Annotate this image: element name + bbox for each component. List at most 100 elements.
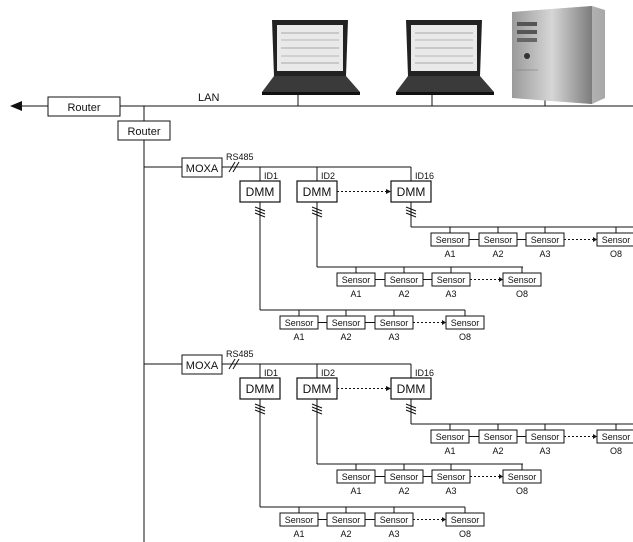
serial-link-marker	[254, 212, 266, 218]
sensor-box-label: Sensor	[342, 275, 371, 285]
sensor-id-label: A3	[539, 446, 550, 456]
serial-link-marker	[232, 358, 240, 370]
serial-link-marker	[311, 406, 323, 412]
rs485-label: RS485	[226, 152, 254, 162]
arrow-icon	[442, 320, 446, 325]
sensor-box-label: Sensor	[285, 515, 314, 525]
dmm-id-label: ID1	[264, 171, 278, 181]
sensor-box-label: Sensor	[437, 275, 466, 285]
sensor-box-label: Sensor	[451, 515, 480, 525]
sensor-id-label: A1	[293, 332, 304, 342]
sensor-id-label: A1	[350, 289, 361, 299]
uplink-arrow-icon	[10, 101, 22, 111]
sensor-id-label: O8	[516, 486, 528, 496]
router-left-label: Router	[67, 102, 100, 114]
arrow-icon	[386, 386, 391, 391]
sensor-box-label: Sensor	[531, 235, 560, 245]
moxa-label: MOXA	[186, 360, 219, 372]
serial-link-marker	[405, 212, 417, 218]
serial-link-marker	[254, 406, 266, 412]
dmm-label: DMM	[303, 185, 332, 199]
device-group-1: MOXARS485ID1DMMID2DMMID16DMMSensorA1Sens…	[144, 152, 633, 342]
arrow-icon	[593, 434, 597, 439]
sensor-box-label: Sensor	[508, 472, 537, 482]
dmm-id-label: ID1	[264, 368, 278, 378]
sensor-id-label: A1	[444, 249, 455, 259]
arrow-icon	[386, 189, 391, 194]
sensor-id-label: O8	[610, 446, 622, 456]
sensor-id-label: A2	[340, 332, 351, 342]
sensor-box-label: Sensor	[285, 318, 314, 328]
serial-link-marker	[311, 403, 323, 409]
arrow-icon	[499, 277, 503, 282]
serial-link-marker	[405, 206, 417, 212]
sensor-box-label: Sensor	[451, 318, 480, 328]
serial-link-marker	[228, 161, 236, 173]
dmm-id-label: ID16	[415, 171, 434, 181]
sensor-id-label: A2	[340, 529, 351, 539]
arrow-icon	[442, 517, 446, 522]
sensor-box-label: Sensor	[332, 515, 361, 525]
serial-link-marker	[405, 209, 417, 215]
sensor-id-label: A3	[388, 332, 399, 342]
sensor-box-label: Sensor	[531, 432, 560, 442]
laptop-1	[262, 20, 360, 106]
serial-link-marker	[254, 403, 266, 409]
sensor-box-label: Sensor	[342, 472, 371, 482]
dmm-label: DMM	[303, 382, 332, 396]
sensor-box-label: Sensor	[437, 472, 466, 482]
serial-link-marker	[311, 212, 323, 218]
sensor-box-label: Sensor	[436, 432, 465, 442]
dmm-label: DMM	[397, 185, 426, 199]
serial-link-marker	[405, 403, 417, 409]
sensor-box-label: Sensor	[508, 275, 537, 285]
serial-link-marker	[232, 161, 240, 173]
laptop-2	[396, 20, 494, 106]
serial-link-marker	[228, 358, 236, 370]
serial-link-marker	[405, 409, 417, 415]
sensor-id-label: A3	[539, 249, 550, 259]
dmm-id-label: ID2	[321, 368, 335, 378]
sensor-box-label: Sensor	[484, 235, 513, 245]
sensor-box-label: Sensor	[436, 235, 465, 245]
sensor-id-label: A2	[492, 249, 503, 259]
sensor-id-label: A2	[398, 486, 409, 496]
router-main-label: Router	[127, 126, 160, 138]
arrow-icon	[499, 474, 503, 479]
sensor-box-label: Sensor	[390, 472, 419, 482]
serial-link-marker	[254, 409, 266, 415]
sensor-id-label: A1	[350, 486, 361, 496]
sensor-box-label: Sensor	[602, 235, 631, 245]
sensor-id-label: O8	[516, 289, 528, 299]
sensor-id-label: A1	[293, 529, 304, 539]
sensor-box-label: Sensor	[332, 318, 361, 328]
device-group-2: MOXARS485ID1DMMID2DMMID16DMMSensorA1Sens…	[144, 349, 633, 539]
sensor-id-label: A3	[445, 289, 456, 299]
dmm-label: DMM	[246, 185, 275, 199]
sensor-id-label: A1	[444, 446, 455, 456]
sensor-id-label: A3	[445, 486, 456, 496]
dmm-id-label: ID16	[415, 368, 434, 378]
sensor-box-label: Sensor	[380, 318, 409, 328]
desktop-tower	[512, 6, 605, 106]
serial-link-marker	[311, 209, 323, 215]
sensor-box-label: Sensor	[602, 432, 631, 442]
serial-link-marker	[405, 406, 417, 412]
sensor-id-label: O8	[459, 332, 471, 342]
sensor-id-label: A3	[388, 529, 399, 539]
serial-link-marker	[254, 206, 266, 212]
sensor-box-label: Sensor	[380, 515, 409, 525]
router-left-box	[47, 96, 121, 117]
sensor-id-label: A2	[492, 446, 503, 456]
sensor-id-label: O8	[610, 249, 622, 259]
lan-label: LAN	[198, 92, 219, 104]
sensor-id-label: A2	[398, 289, 409, 299]
dmm-label: DMM	[246, 382, 275, 396]
arrow-icon	[593, 237, 597, 242]
sensor-id-label: O8	[459, 529, 471, 539]
serial-link-marker	[311, 409, 323, 415]
moxa-label: MOXA	[186, 163, 219, 175]
sensor-box-label: Sensor	[390, 275, 419, 285]
sensor-box-label: Sensor	[484, 432, 513, 442]
